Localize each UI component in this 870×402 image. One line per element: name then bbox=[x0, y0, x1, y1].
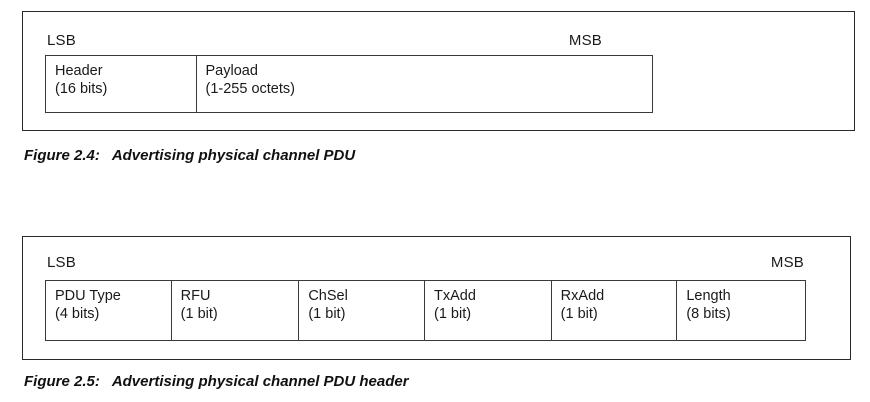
field-size: (16 bits) bbox=[55, 81, 108, 97]
field-size: (1-255 octets) bbox=[205, 81, 295, 97]
figure-caption-text: Advertising physical channel PDU bbox=[111, 147, 356, 164]
figure-2-4-caption: Figure 2.4: Advertising physical channel… bbox=[24, 147, 356, 165]
field-name: TxAdd bbox=[434, 288, 476, 304]
field-size: (4 bits) bbox=[55, 306, 100, 322]
field-size: (1 bit) bbox=[308, 306, 346, 322]
figure-caption-text: Advertising physical channel PDU header bbox=[111, 373, 409, 390]
field-name: ChSel bbox=[308, 288, 348, 304]
field-name: PDU Type bbox=[55, 288, 121, 304]
figure-2-4-pdu-field-table: Header (16 bits) Payload (1-255 octets) bbox=[45, 55, 653, 113]
field-name: Length bbox=[686, 288, 731, 304]
field-cell-header: Header (16 bits) bbox=[46, 56, 197, 112]
field-cell-chsel: ChSel (1 bit) bbox=[299, 281, 425, 340]
lsb-label: LSB bbox=[47, 32, 76, 49]
field-name: RxAdd bbox=[560, 288, 605, 304]
field-cell-pdu-type: PDU Type (4 bits) bbox=[46, 281, 172, 340]
field-cell-length: Length (8 bits) bbox=[677, 281, 805, 340]
figure-caption-label: Figure 2.4: bbox=[24, 147, 100, 164]
figure-caption-label: Figure 2.5: bbox=[24, 373, 100, 390]
figure-2-5-bit-order-labels: LSB MSB bbox=[47, 252, 804, 270]
field-name: RFU bbox=[180, 288, 211, 304]
field-size: (8 bits) bbox=[686, 306, 731, 322]
msb-label: MSB bbox=[770, 254, 804, 271]
field-name: Header bbox=[55, 63, 103, 79]
field-cell-rxadd: RxAdd (1 bit) bbox=[552, 281, 678, 340]
field-size: (1 bit) bbox=[434, 306, 472, 322]
field-cell-rfu: RFU (1 bit) bbox=[172, 281, 300, 340]
field-cell-txadd: TxAdd (1 bit) bbox=[425, 281, 552, 340]
figure-2-5-caption: Figure 2.5: Advertising physical channel… bbox=[24, 373, 409, 391]
lsb-label: LSB bbox=[47, 254, 76, 271]
field-size: (1 bit) bbox=[180, 306, 218, 322]
figure-2-5-header-field-table: PDU Type (4 bits) RFU (1 bit) ChSel (1 b… bbox=[45, 280, 806, 341]
field-cell-payload: Payload (1-255 octets) bbox=[197, 56, 652, 112]
field-name: Payload bbox=[205, 63, 258, 79]
figure-2-4-bit-order-labels: LSB MSB bbox=[47, 30, 602, 48]
msb-label: MSB bbox=[568, 32, 602, 49]
field-size: (1 bit) bbox=[560, 306, 598, 322]
